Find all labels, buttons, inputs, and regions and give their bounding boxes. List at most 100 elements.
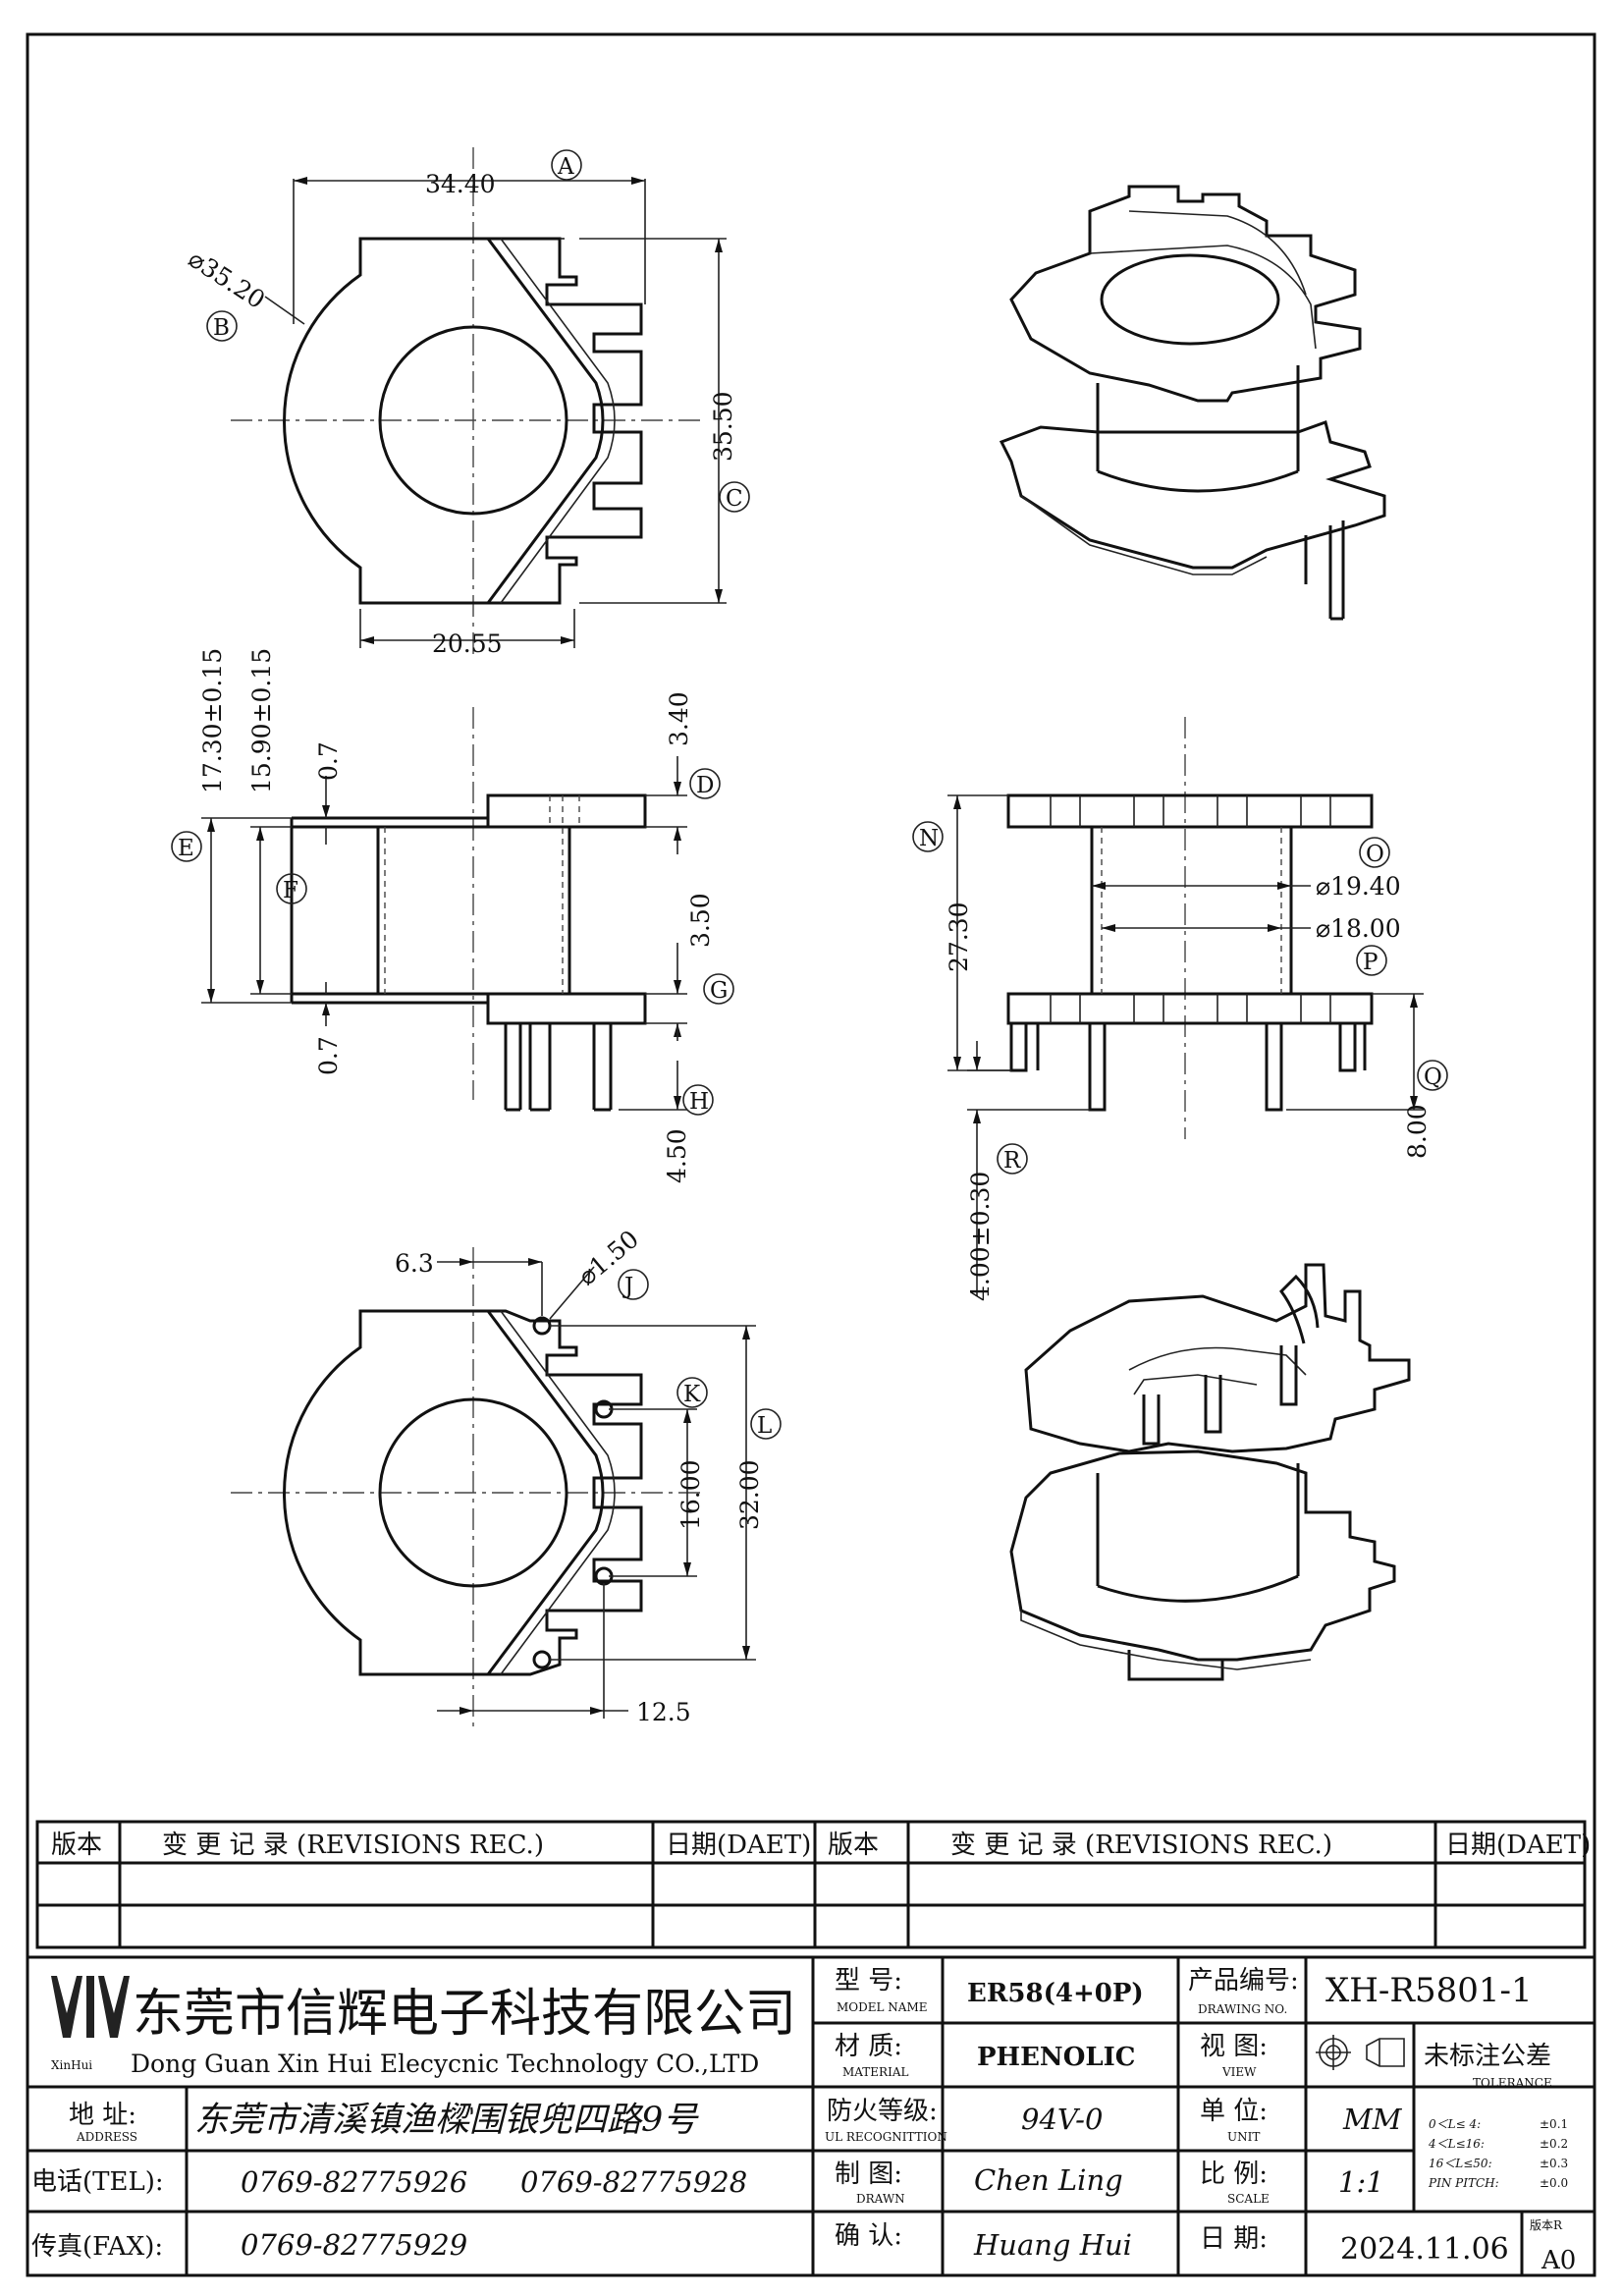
top-view	[231, 147, 702, 658]
callout-n-label: N	[919, 826, 939, 851]
drawing-no-label: 产品编号:	[1188, 1966, 1299, 1995]
ul-label-en: UL RECOGNITTION	[825, 2130, 947, 2144]
dim-r-value: 4.00±0.30	[966, 1172, 995, 1301]
company-logo	[51, 1976, 130, 2038]
unit-value: MM	[1342, 2103, 1403, 2136]
tolerance-label: 未标注公差	[1424, 2042, 1551, 2071]
callout-o: O	[1359, 837, 1390, 868]
dim-b-value: ⌀35.20	[184, 245, 270, 315]
tel-1: 0769-82775926	[241, 2165, 467, 2199]
iso-view-top	[999, 185, 1386, 621]
dim-e-value: 17.30±0.15	[198, 648, 227, 793]
dim-s125-value: 12.5	[636, 1698, 691, 1726]
callout-a: A	[551, 149, 582, 181]
view-label-en: VIEW	[1221, 2065, 1257, 2079]
dim-f-value: 15.90±0.15	[247, 648, 276, 793]
bottom-view	[231, 1247, 702, 1728]
model-label-en: MODEL NAME	[837, 2000, 928, 2014]
dim-g-value: 3.50	[686, 893, 715, 948]
ul-value: 94V-0	[1021, 2103, 1103, 2136]
material-label: 材 质:	[835, 2032, 902, 2061]
dim-p-value: ⌀18.00	[1316, 914, 1401, 943]
rev-col-date-1: 日期(DAET)	[666, 1831, 811, 1860]
callout-e-label: E	[178, 836, 194, 861]
dim-d-value: 3.40	[665, 691, 693, 746]
callout-j-label: J	[622, 1274, 633, 1299]
callout-q: Q	[1417, 1060, 1448, 1091]
callout-j: J	[618, 1269, 649, 1300]
rev-label: 版本R	[1530, 2218, 1563, 2232]
front-view	[290, 707, 647, 1112]
material-label-en: MATERIAL	[842, 2065, 909, 2079]
callout-r: R	[997, 1143, 1028, 1175]
model-value: ER58(4+0P)	[967, 1979, 1144, 2008]
callout-q-label: Q	[1424, 1065, 1442, 1090]
dim-o-value: ⌀19.40	[1316, 872, 1401, 901]
callout-f-label: F	[283, 878, 298, 903]
revision-table: 版本 变 更 记 录 (REVISIONS REC.) 日期(DAET) 版本 …	[35, 1820, 1591, 1949]
callout-o-label: O	[1366, 842, 1384, 867]
scale-label: 比 例:	[1200, 2159, 1268, 2189]
rev-col-desc-2: 变 更 记 录 (REVISIONS REC.)	[950, 1831, 1332, 1860]
side-view-dimensions: 27.30 ⌀19.40 ⌀18.00 8.00 4.00±0.30	[945, 794, 1432, 1301]
tolerance-range-4: PIN PITCH:	[1428, 2176, 1499, 2190]
company-name-cn: 东莞市信辉电子科技有限公司	[133, 1985, 796, 2044]
drawing-no-label-en: DRAWING NO.	[1198, 2002, 1287, 2016]
check-label: 确 认:	[835, 2221, 902, 2251]
callout-g: G	[703, 973, 734, 1005]
callout-p: P	[1356, 945, 1387, 976]
dim-c-value: 35.50	[709, 391, 737, 462]
title-block: XinHui 东莞市信辉电子科技有限公司 Dong Guan Xin Hui E…	[26, 1955, 1596, 2277]
material-value: PHENOLIC	[977, 2043, 1135, 2072]
ul-label: 防火等级:	[827, 2097, 938, 2126]
unit-label: 单 位:	[1200, 2097, 1268, 2126]
rev-col-date-2: 日期(DAET)	[1445, 1831, 1591, 1860]
date-value: 2024.11.06	[1340, 2232, 1509, 2267]
scale-value: 1:1	[1338, 2165, 1384, 2199]
callout-b: B	[206, 310, 238, 342]
callout-h-label: H	[689, 1089, 709, 1115]
address-value: 东莞市清溪镇渔樑围银兜四路9号	[194, 2101, 699, 2140]
dim-q-value: 8.00	[1403, 1104, 1432, 1159]
drawn-value: Chen Ling	[974, 2163, 1123, 2197]
date-label: 日 期:	[1200, 2224, 1268, 2254]
top-view-dimensions: 34.40 35.50 20.55 ⌀35.20	[184, 170, 737, 658]
tolerance-value-3: ±0.3	[1540, 2157, 1568, 2170]
tel-2: 0769-82775928	[520, 2165, 747, 2199]
tolerance-value-1: ±0.1	[1540, 2117, 1568, 2131]
model-label: 型 号:	[835, 1966, 902, 1995]
tolerance-range-1: 0＜L≤ 4:	[1429, 2117, 1481, 2131]
view-label: 视 图:	[1200, 2032, 1268, 2061]
tolerance-label-en: TOLERANCE	[1473, 2076, 1552, 2090]
callout-l-label: L	[757, 1413, 772, 1439]
callout-d: D	[689, 768, 721, 799]
callout-g-label: G	[710, 978, 728, 1004]
callout-r-label: R	[1003, 1148, 1021, 1174]
projection-symbol-icon	[1316, 2035, 1405, 2070]
dim-a-value: 34.40	[425, 170, 496, 198]
callout-p-label: P	[1363, 950, 1378, 975]
dim-t07b-value: 0.7	[314, 1036, 343, 1075]
drawn-label-en: DRAWN	[856, 2192, 905, 2206]
tolerance-range-3: 16＜L≤50:	[1429, 2157, 1492, 2170]
tolerance-range-2: 4＜L≤16:	[1428, 2137, 1485, 2151]
front-view-dimensions: 17.30±0.15 15.90±0.15 0.7 0.7 3.40 3.50 …	[198, 648, 715, 1183]
drawing-border	[26, 32, 1596, 2277]
dim-t07a-value: 0.7	[314, 741, 343, 781]
address-label-en: ADDRESS	[76, 2130, 137, 2144]
callout-n: N	[912, 821, 944, 852]
dim-s63-value: 6.3	[395, 1249, 434, 1278]
fax-value: 0769-82775929	[241, 2228, 467, 2262]
rev-value: A0	[1541, 2246, 1576, 2275]
callout-l: L	[750, 1408, 782, 1440]
callout-d-label: D	[696, 773, 714, 798]
callout-k-label: K	[683, 1382, 701, 1407]
logo-caption: XinHui	[51, 2058, 92, 2072]
address-label: 地 址:	[69, 2101, 136, 2130]
dim-w2055-value: 20.55	[432, 629, 503, 658]
dim-k-value: 16.00	[676, 1459, 705, 1530]
tel-label: 电话(TEL):	[31, 2167, 164, 2197]
dim-n-value: 27.30	[945, 902, 973, 972]
callout-e: E	[171, 831, 202, 862]
